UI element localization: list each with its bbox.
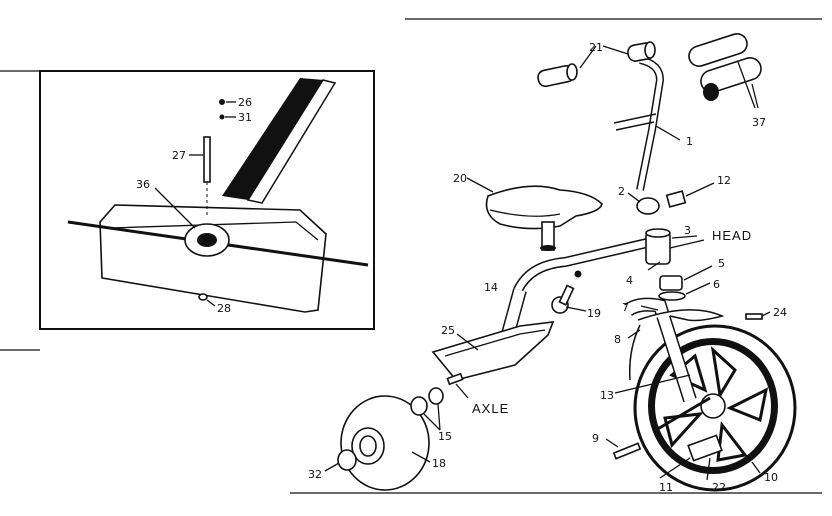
rear-wheel xyxy=(337,395,430,491)
callout-15: 15 xyxy=(438,430,452,443)
callout-31: 31 xyxy=(238,111,252,124)
grips-37 xyxy=(688,33,762,101)
label-head: HEAD xyxy=(712,228,752,243)
callout-12: 12 xyxy=(717,174,731,187)
callout-10: 10 xyxy=(764,471,778,484)
inset-handle-bar xyxy=(222,78,324,200)
seat xyxy=(485,185,603,251)
inset-part-31 xyxy=(219,114,225,120)
callout-20: 20 xyxy=(453,172,467,185)
inset-hub-center xyxy=(197,233,217,247)
bolt-24 xyxy=(745,313,763,320)
axle-stub xyxy=(446,372,464,386)
callout-28: 28 xyxy=(217,302,231,315)
callout-26: 26 xyxy=(238,96,252,109)
label-axle: AXLE xyxy=(472,401,509,416)
callout-8: 8 xyxy=(614,333,621,346)
callout-32: 32 xyxy=(308,468,322,481)
part-12 xyxy=(665,190,687,208)
grips-21 xyxy=(537,41,656,88)
inset-part-26 xyxy=(219,99,225,105)
callout-37: 37 xyxy=(752,116,766,129)
bolt-19 xyxy=(551,284,575,314)
callout-11: 11 xyxy=(659,481,673,494)
callout-6: 6 xyxy=(713,278,720,291)
part-2 xyxy=(636,197,660,215)
callout-36: 36 xyxy=(136,178,150,191)
fender xyxy=(637,309,725,322)
handlebar xyxy=(534,56,665,191)
callout-25: 25 xyxy=(441,324,455,337)
callout-9: 9 xyxy=(592,432,599,445)
callout-18: 18 xyxy=(432,457,446,470)
inset-plate-rim xyxy=(109,221,319,241)
inset-detail: 26 31 27 36 28 xyxy=(39,70,375,330)
part-6 xyxy=(658,291,686,301)
callout-13: 13 xyxy=(600,389,614,402)
callout-2: 2 xyxy=(618,185,625,198)
inset-part-28 xyxy=(198,293,208,301)
callout-7: 7 xyxy=(622,301,629,314)
callout-21: 21 xyxy=(589,41,603,54)
inset-bolt-27 xyxy=(203,136,211,183)
front-wheel xyxy=(633,324,797,492)
callout-22: 22 xyxy=(712,481,726,494)
washer-15a xyxy=(410,396,428,416)
callout-3: 3 xyxy=(684,224,691,237)
inset-handle-edge xyxy=(246,79,337,204)
callout-4: 4 xyxy=(626,274,633,287)
inset-plate xyxy=(99,204,327,313)
callout-27: 27 xyxy=(172,149,186,162)
callout-19: 19 xyxy=(587,307,601,320)
callout-24: 24 xyxy=(773,306,787,319)
bolt-9 xyxy=(612,442,642,460)
callout-1: 1 xyxy=(686,135,693,148)
callout-5: 5 xyxy=(718,257,725,270)
callout-14: 14 xyxy=(484,281,498,294)
cap-32 xyxy=(337,449,357,471)
part-5 xyxy=(659,275,683,291)
pedal-22 xyxy=(687,434,723,462)
washer-15b xyxy=(428,387,444,405)
frame-hole xyxy=(574,270,582,278)
